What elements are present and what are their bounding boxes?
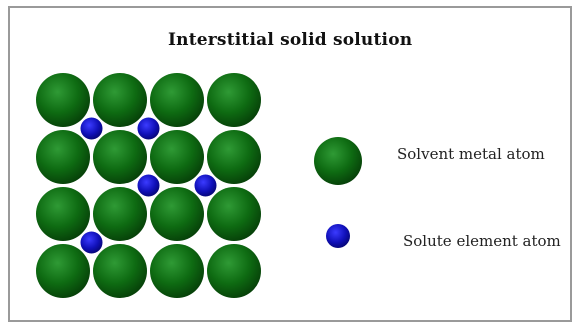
solute-atoms-group (80, 117, 217, 254)
solvent-atom (36, 187, 90, 241)
solvent-atom (36, 130, 90, 184)
solvent-atom (93, 187, 147, 241)
solvent-atom (150, 244, 204, 298)
solvent-atom (150, 73, 204, 127)
solute-atom (80, 117, 103, 140)
solvent-atom (207, 130, 261, 184)
solvent-atom (207, 73, 261, 127)
legend-solute-atom (326, 224, 350, 248)
solvent-atom (150, 130, 204, 184)
solute-atom (137, 174, 160, 197)
solute-atom (194, 174, 217, 197)
legend-solvent-label: Solvent metal atom (397, 145, 545, 163)
solvent-atom (36, 73, 90, 127)
solvent-atom (93, 130, 147, 184)
legend-solvent-atom (314, 137, 362, 185)
solvent-atom (93, 244, 147, 298)
legend-solute-label: Solute element atom (403, 232, 561, 250)
solvent-atom (36, 244, 90, 298)
solvent-atom (150, 187, 204, 241)
diagram-title: Interstitial solid solution (168, 30, 413, 50)
solvent-atom (93, 73, 147, 127)
solvent-atom (207, 187, 261, 241)
legend (314, 137, 362, 248)
solute-atom (80, 231, 103, 254)
solvent-atom (207, 244, 261, 298)
solvent-atoms-group (36, 73, 261, 298)
solute-atom (137, 117, 160, 140)
